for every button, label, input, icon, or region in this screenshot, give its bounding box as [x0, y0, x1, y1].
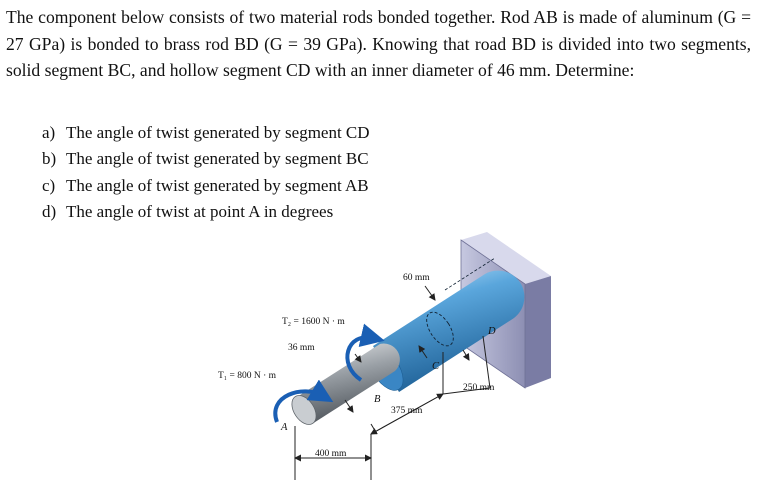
point-c-label: C [432, 361, 440, 372]
question-text: The angle of twist generated by segment … [66, 123, 370, 142]
question-label: a) [42, 123, 56, 142]
question-item: a) The angle of twist generated by segme… [42, 120, 370, 146]
question-text: The angle of twist generated by segment … [66, 175, 369, 195]
question-item: b) The angle of twist generated by segme… [42, 146, 370, 172]
question-label: d) [42, 202, 57, 222]
dim-375mm-label: 375 mm [391, 406, 423, 416]
dim-60mm-label: 60 mm [403, 273, 430, 283]
question-list: a) The angle of twist generated by segme… [42, 120, 370, 226]
point-d-label: D [487, 326, 496, 337]
problem-statement: The component below consists of two mate… [6, 7, 751, 80]
aluminum-rod-ab [291, 343, 400, 425]
dim-400mm-label: 400 mm [315, 449, 347, 459]
torque-b-arrow [345, 323, 385, 382]
dim-36mm-label: 36 mm [288, 343, 315, 353]
point-a-label: A [280, 422, 288, 433]
torque-tb-label: T₂ = 1600 N · m [282, 317, 345, 327]
question-text: The angle of twist generated by segment … [66, 149, 369, 169]
question-text: The angle of twist at point A in degrees [66, 202, 334, 222]
torque-ta-label: T₁ = 800 N · m [218, 371, 277, 381]
point-b-label: B [374, 394, 381, 405]
question-label: c) [42, 175, 56, 195]
shaft-figure: 60 mm T₂ = 1600 N · m 36 mm T₁ = 800 N ·… [218, 232, 551, 480]
question-item: d) The angle of twist at point A in degr… [42, 199, 370, 225]
torque-a-arrow [273, 379, 334, 423]
dim-250mm-label: 250 mm [463, 383, 495, 393]
question-label: b) [42, 149, 57, 169]
question-item: c) The angle of twist generated by segme… [42, 173, 370, 199]
dimension-lines [294, 285, 491, 480]
